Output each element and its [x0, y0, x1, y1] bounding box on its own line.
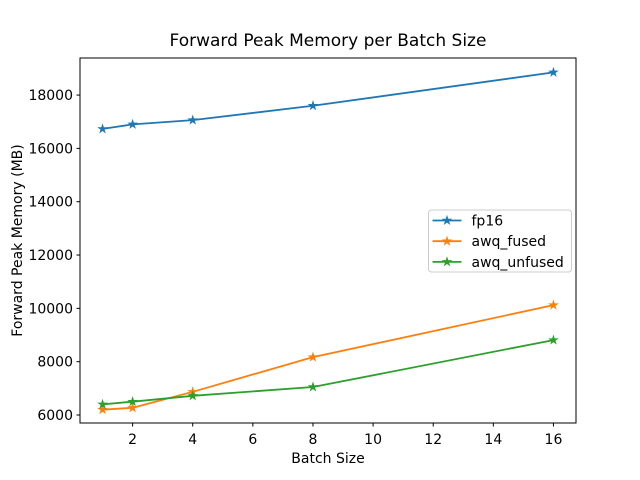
x-tick-label: 14: [484, 432, 502, 448]
legend-label: fp16: [472, 214, 504, 230]
legend-entry: fp16: [432, 214, 504, 230]
x-axis-label: Batch Size: [291, 451, 364, 467]
x-tick-label: 4: [188, 432, 197, 448]
series-fp16-marker: [307, 100, 319, 111]
x-tick-label: 6: [248, 432, 257, 448]
y-tick-label: 12000: [28, 248, 73, 264]
legend-marker-sample: [441, 235, 453, 246]
series-awq_fused-marker: [127, 402, 138, 413]
y-tick-label: 18000: [28, 88, 73, 104]
legend: fp16 awq_fused awq_unfused: [428, 209, 572, 273]
x-tick-label: 8: [309, 432, 318, 448]
y-tick-label: 6000: [37, 408, 73, 424]
legend-marker-sample: [441, 214, 453, 226]
series-fp16-marker: [127, 118, 138, 129]
y-tick-label: 10000: [28, 301, 73, 317]
legend-marker-sample: [441, 256, 453, 267]
x-tick-label: 10: [364, 432, 382, 448]
plot-frame: [79, 57, 577, 424]
series-fp16-marker: [548, 66, 559, 77]
plot-area: 2 4 6 8 10 12 14 16 6000 8000 10000 12000 14000 16000…: [28, 57, 577, 448]
series-awq_fused-marker: [307, 351, 319, 362]
series-fp16-marker: [97, 123, 108, 134]
legend-label: awq_fused: [472, 234, 547, 250]
x-tick-label: 16: [545, 432, 563, 448]
series-awq_unfused-marker: [97, 398, 108, 409]
legend-entry: awq_fused: [432, 234, 547, 250]
legend-box: [428, 209, 572, 273]
x-tick-label: 2: [128, 432, 137, 448]
series-awq_fused-marker: [97, 404, 108, 415]
series-awq_unfused-marker: [548, 334, 559, 345]
y-tick-label: 16000: [28, 141, 73, 157]
series-awq_unfused-marker: [187, 390, 199, 401]
series-awq_unfused-marker: [307, 381, 319, 392]
legend-label: awq_unfused: [472, 255, 564, 271]
y-axis-label: Forward Peak Memory (MB): [10, 144, 26, 336]
series-awq_fused-marker: [548, 299, 559, 310]
y-tick-label: 8000: [37, 355, 73, 371]
series-awq_unfused-marker: [127, 396, 138, 407]
x-tick-label: 12: [424, 432, 442, 448]
chart-title: Forward Peak Memory per Batch Size: [170, 31, 487, 51]
legend-entry: awq_unfused: [432, 255, 564, 271]
y-tick-label: 14000: [28, 195, 73, 211]
series-fp16-marker: [187, 114, 199, 125]
